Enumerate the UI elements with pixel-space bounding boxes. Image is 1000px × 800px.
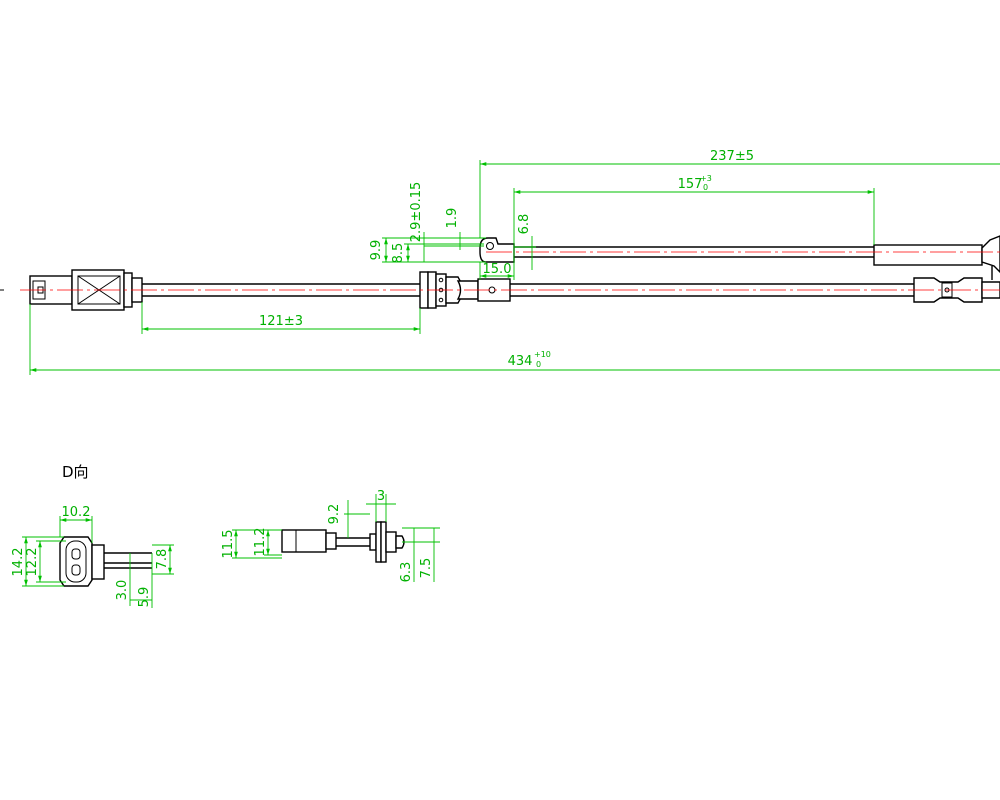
- main-assembly: [0, 235, 1000, 311]
- view-d: D向 10.2 14.2 12.2 3.0 5.9 7.8: [11, 463, 174, 608]
- dimensions-main: 237±5 157 +3 0 9.9 8.5 2.9±0.15 1.9 6.8 …: [29, 149, 1000, 375]
- dim-9-9: 9.9: [369, 240, 384, 261]
- dim-237: 237±5: [710, 149, 754, 164]
- view-d-dim-14-2: 14.2: [11, 548, 26, 577]
- probe-dim-11-5: 11.5: [221, 530, 236, 559]
- view-d-dim-5-9: 5.9: [137, 587, 152, 608]
- dim-434-tol-upper: +10: [534, 350, 551, 359]
- view-d-dim-3-0: 3.0: [115, 580, 130, 601]
- dim-8-5: 8.5: [391, 243, 406, 264]
- branch-cable: [479, 235, 1000, 280]
- view-d-label: D向: [62, 463, 89, 481]
- probe-dim-11-2: 11.2: [253, 528, 268, 557]
- dim-157-tol-upper: +3: [700, 174, 712, 183]
- dim-121: 121±3: [259, 314, 303, 329]
- view-d-dim-12-2: 12.2: [25, 548, 40, 577]
- probe-dim-9-2: 9.2: [327, 504, 342, 525]
- probe-dim-7-5: 7.5: [419, 558, 434, 579]
- dim-6-8: 6.8: [517, 214, 532, 235]
- dim-1-9: 1.9: [445, 208, 460, 229]
- dim-434-tol-lower: 0: [536, 360, 541, 369]
- dim-157-tol-lower: 0: [703, 183, 708, 192]
- probe-dim-6-3: 6.3: [399, 562, 414, 583]
- view-d-dim-7-8: 7.8: [155, 549, 170, 570]
- probe-detail: 11.5 11.2 9.2 3 6.3 7.5: [221, 489, 440, 582]
- probe-dim-3: 3: [377, 489, 385, 504]
- dim-2-9: 2.9±0.15: [409, 182, 424, 243]
- dim-15-0: 15.0: [483, 262, 512, 277]
- dim-157: 157: [678, 177, 703, 192]
- dim-434: 434: [508, 354, 533, 369]
- view-d-dim-10-2: 10.2: [62, 505, 91, 520]
